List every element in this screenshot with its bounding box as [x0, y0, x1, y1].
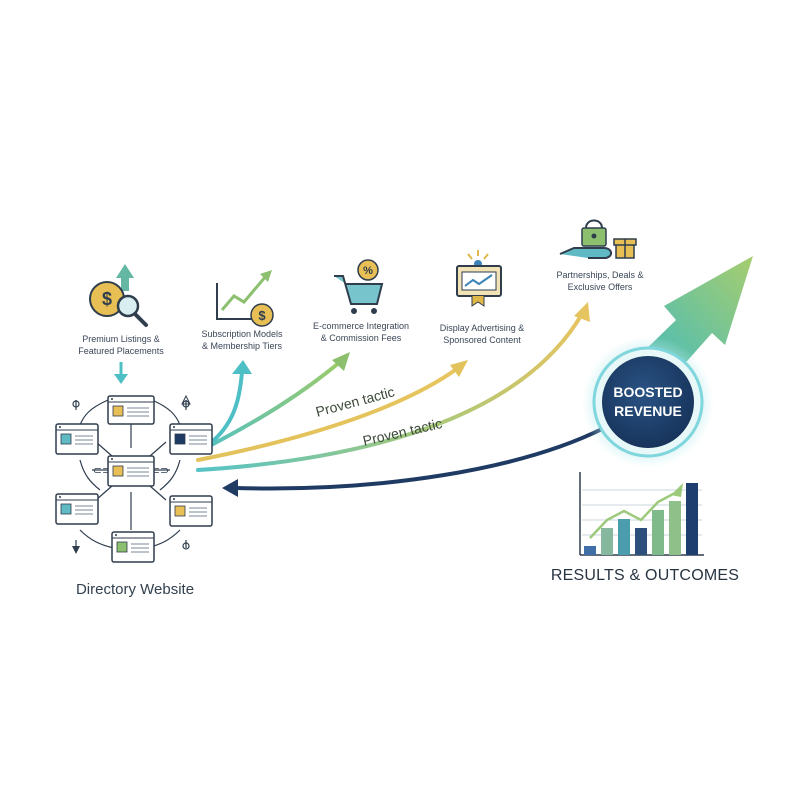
svg-text:$: $	[102, 289, 112, 309]
arrowhead-return	[222, 479, 238, 497]
tactic-label-ecommerce: E-commerce Integration & Commission Fees	[312, 321, 410, 343]
hub-label: Directory Website	[75, 581, 195, 598]
results-chart	[579, 472, 704, 556]
arrowhead-advertising	[450, 360, 468, 377]
flow-arrows	[196, 302, 606, 497]
svg-text:$: $	[258, 308, 266, 323]
result-bar	[601, 528, 613, 555]
flow-arrow-ecommerce	[196, 360, 342, 454]
web-window-top-icon	[107, 395, 155, 425]
result-bar	[686, 483, 698, 555]
result-bar	[635, 528, 647, 555]
result-bar	[584, 546, 596, 555]
result-bar	[669, 501, 681, 555]
arrow-down-icon	[114, 362, 128, 384]
web-window-right-upper-icon	[169, 423, 213, 455]
svg-text:%: %	[363, 265, 373, 277]
web-window-left-lower-icon	[55, 493, 99, 525]
web-window-bottom-icon	[111, 531, 155, 563]
result-bar	[618, 519, 630, 555]
arrowhead-ecommerce	[332, 352, 350, 371]
billboard-icon	[456, 250, 502, 307]
shopping-cart-percent-icon: %	[334, 259, 384, 314]
flow-arrow-partnerships	[196, 312, 584, 472]
boosted-revenue-text: BOOSTED REVENUE	[613, 384, 683, 419]
web-window-center-icon	[107, 455, 155, 487]
result-bar	[652, 510, 664, 555]
web-window-left-upper-icon	[55, 423, 99, 455]
results-outcomes-label: RESULTS & OUTCOMES	[550, 567, 740, 584]
trend-arrowhead	[671, 483, 683, 497]
web-window-right-lower-icon	[169, 495, 213, 527]
growth-chart-dollar-icon: $	[216, 270, 274, 327]
boosted-revenue-badge	[582, 336, 714, 468]
flow-arrow-advertising	[196, 366, 460, 462]
badge-disc	[602, 356, 694, 448]
arrowhead-partnerships	[574, 302, 590, 322]
arrowhead-subscription	[232, 360, 252, 374]
trend-line	[589, 491, 676, 539]
return-arrow	[234, 426, 606, 491]
svg-text:⊂⊃: ⊂⊃	[93, 464, 111, 477]
hand-lock-gift-icon	[559, 219, 637, 259]
tactic-label-partnerships: Partnerships, Deals & Exclusive Offers	[556, 270, 644, 292]
tactic-label-premium-listings: Premium Listings & Featured Placements	[78, 334, 164, 356]
flow-arrow-subscription	[212, 370, 244, 442]
tactic-label-subscription: Subscription Models & Membership Tiers	[201, 329, 283, 351]
tactic-label-advertising: Display Advertising & Sponsored Content	[439, 323, 525, 345]
svg-text:⊂⊃: ⊂⊃	[151, 464, 169, 477]
dollar-magnifier-icon: $	[89, 264, 148, 327]
directory-network: ⊂⊃ ⊂⊃	[55, 394, 213, 563]
